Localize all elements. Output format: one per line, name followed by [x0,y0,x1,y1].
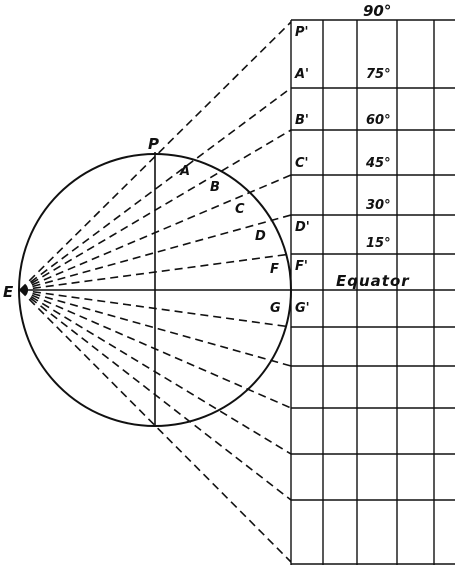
circle-point-label: A [179,164,190,179]
latitude-label: 75° [366,67,391,82]
ray-to-c [19,174,292,291]
latitude-label: 90° [363,2,391,20]
latitude-label: 15° [366,236,391,251]
projected-point-label: A' [294,67,309,82]
circle-point-label: C [235,202,245,217]
pole-label: P [148,135,159,153]
ray-to-f [19,253,292,291]
projected-point-label: F' [295,259,308,274]
latitude-label: 60° [366,113,391,128]
ray-to-a [19,87,292,291]
ray-to-lower-3 [19,289,292,409]
ray-to-lower-6 [19,289,292,563]
circle-point-label: B [210,180,220,195]
ray-to-d [19,214,292,291]
projected-point-label: B' [295,113,309,128]
ray-to-lower-1 [19,289,292,328]
ray-to-p [19,21,292,291]
projection-grid [290,19,455,565]
eye-label: E [3,283,14,301]
projected-point-label: D' [295,220,310,235]
ray-to-b [19,129,292,291]
latitude-label: 45° [365,156,391,171]
projection-rays [19,21,292,563]
equator-label: Equator [336,272,410,290]
projected-point-label: C' [295,156,309,171]
ray-to-lower-4 [19,289,292,455]
circle-point-label: G [270,301,281,316]
ray-to-lower-2 [19,289,292,367]
latitude-label: 30° [366,198,391,213]
projected-point-label: P' [295,25,309,40]
projected-point-label: G' [295,301,310,316]
circle-point-label: D [255,229,266,244]
circle-point-label: F [270,262,279,277]
ray-to-lower-5 [19,289,292,501]
